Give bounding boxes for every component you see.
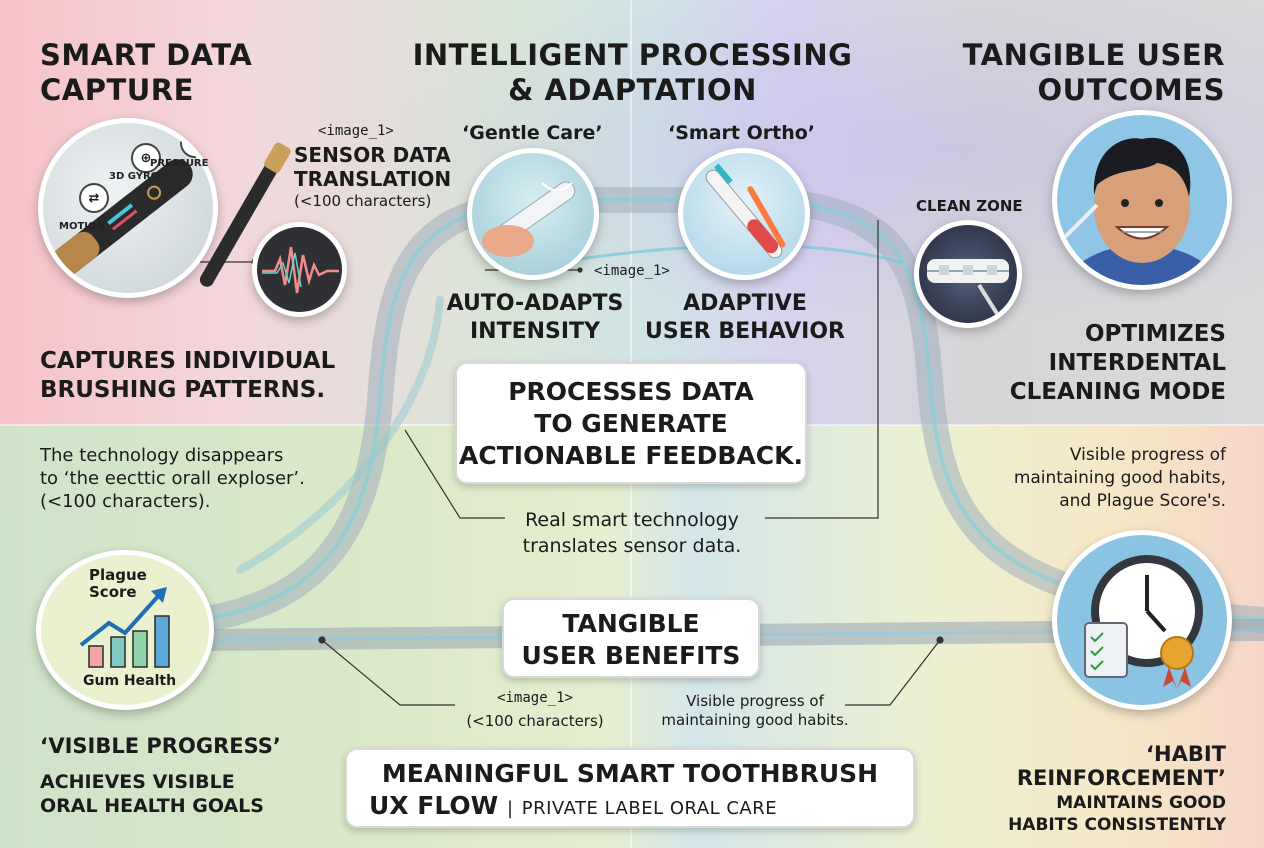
smart-ortho-circle xyxy=(678,148,810,280)
footer-title-box: MEANINGFUL SMART TOOTHBRUSH UX FLOW | PR… xyxy=(345,748,915,828)
footer-separator: | xyxy=(506,798,514,819)
adaptive-user-behavior: ADAPTIVE USER BEHAVIOR xyxy=(645,291,845,344)
image-tag-top-left: <image_1> xyxy=(318,123,394,139)
gentle-care-circle xyxy=(467,148,599,280)
braces-icon xyxy=(927,259,1009,322)
optimizes-interdental-caption: OPTIMIZES INTERDENTAL CLEANING MODE xyxy=(1009,321,1226,405)
technology-disappears-note: The technology disappears to ‘the eectti… xyxy=(40,445,305,512)
motion-label: MOTION xyxy=(59,221,105,232)
brush-head-icon xyxy=(199,142,291,287)
progress-chart-icon xyxy=(79,587,170,668)
progress-note: Visible progress of maintaining good hab… xyxy=(661,692,849,729)
toothbrush-sensor-circle: ⇄ MOTION ⊕ 3D GYRO ‖ xyxy=(38,118,218,298)
footer-title: MEANINGFUL SMART TOOTHBRUSH xyxy=(381,759,879,788)
pressure-label: PRESSURE xyxy=(150,158,209,169)
maintains-habits-caption: MAINTAINS GOOD HABITS CONSISTENTLY xyxy=(1008,793,1226,835)
processes-data-box: PROCESSES DATA TO GENERATE ACTIONABLE FE… xyxy=(455,362,807,484)
auto-adapts-intensity: AUTO-ADAPTS INTENSITY xyxy=(446,291,624,344)
captures-patterns-caption: CAPTURES INDIVIDUAL BRUSHING PATTERNS. xyxy=(40,348,336,403)
gyro-icon: ⊕ xyxy=(131,143,161,173)
image-tag-bottom: <image_1> xyxy=(497,690,573,706)
tangible-user-benefits-box: TANGIBLE USER BENEFITS xyxy=(502,598,760,678)
intelligent-processing-title: INTELLIGENT PROCESSING & ADAPTATION xyxy=(412,38,853,107)
image-tag-top-center: <image_1> xyxy=(594,263,670,279)
habit-clock-circle xyxy=(1052,530,1232,710)
smiling-person-icon xyxy=(1060,137,1221,285)
hand-brush-icon xyxy=(482,181,576,257)
trend-arrow xyxy=(79,591,163,647)
chart-bar xyxy=(88,645,104,668)
plague-score-circle: Plague Score Gum Health xyxy=(36,550,214,710)
gum-health-label: Gum Health xyxy=(83,673,177,689)
waveform-circle xyxy=(252,222,347,317)
motion-icon: ⇄ xyxy=(79,183,109,213)
chart-bar xyxy=(154,615,170,668)
smiling-user-circle xyxy=(1052,110,1232,290)
clean-zone-circle xyxy=(914,220,1022,328)
real-smart-technology-note: Real smart technology translates sensor … xyxy=(522,509,742,557)
gyro-label: 3D GYRO xyxy=(109,171,160,182)
smart-data-capture-title: SMART DATA CAPTURE xyxy=(40,38,253,107)
bottom-note: (<100 characters) xyxy=(466,712,604,730)
habit-reinforcement-title: ‘HABIT REINFORCEMENT’ xyxy=(1016,742,1226,790)
ortho-brush-icon xyxy=(705,163,786,259)
waveform-icon xyxy=(262,246,339,294)
chart-bar xyxy=(110,636,126,668)
tangible-user-outcomes-title: TANGIBLE USER OUTCOMES xyxy=(962,38,1225,107)
footer-brand: PRIVATE LABEL ORAL CARE xyxy=(521,798,778,819)
clean-zone-label: CLEAN ZONE xyxy=(916,197,1023,215)
translation-note: (<100 characters) xyxy=(294,192,432,210)
visible-progress-note-right: Visible progress of maintaining good hab… xyxy=(1013,445,1226,511)
sensor-data-translation: SENSOR DATA TRANSLATION xyxy=(294,143,452,191)
gentle-care-label: ‘Gentle Care’ xyxy=(462,122,603,144)
footer-title-ux-flow: UX FLOW xyxy=(369,791,499,820)
visible-progress-title: ‘VISIBLE PROGRESS’ xyxy=(40,734,281,758)
clock-checklist-icon xyxy=(1084,555,1203,689)
achieves-visible-caption: ACHIEVES VISIBLE ORAL HEALTH GOALS xyxy=(40,771,264,817)
chart-bar xyxy=(132,630,148,668)
smart-ortho-label: ‘Smart Ortho’ xyxy=(668,122,815,144)
pressure-icon: ‖ xyxy=(180,128,210,158)
plague-score-label: Plague Score xyxy=(89,566,147,601)
trend-arrow-head xyxy=(151,587,167,603)
